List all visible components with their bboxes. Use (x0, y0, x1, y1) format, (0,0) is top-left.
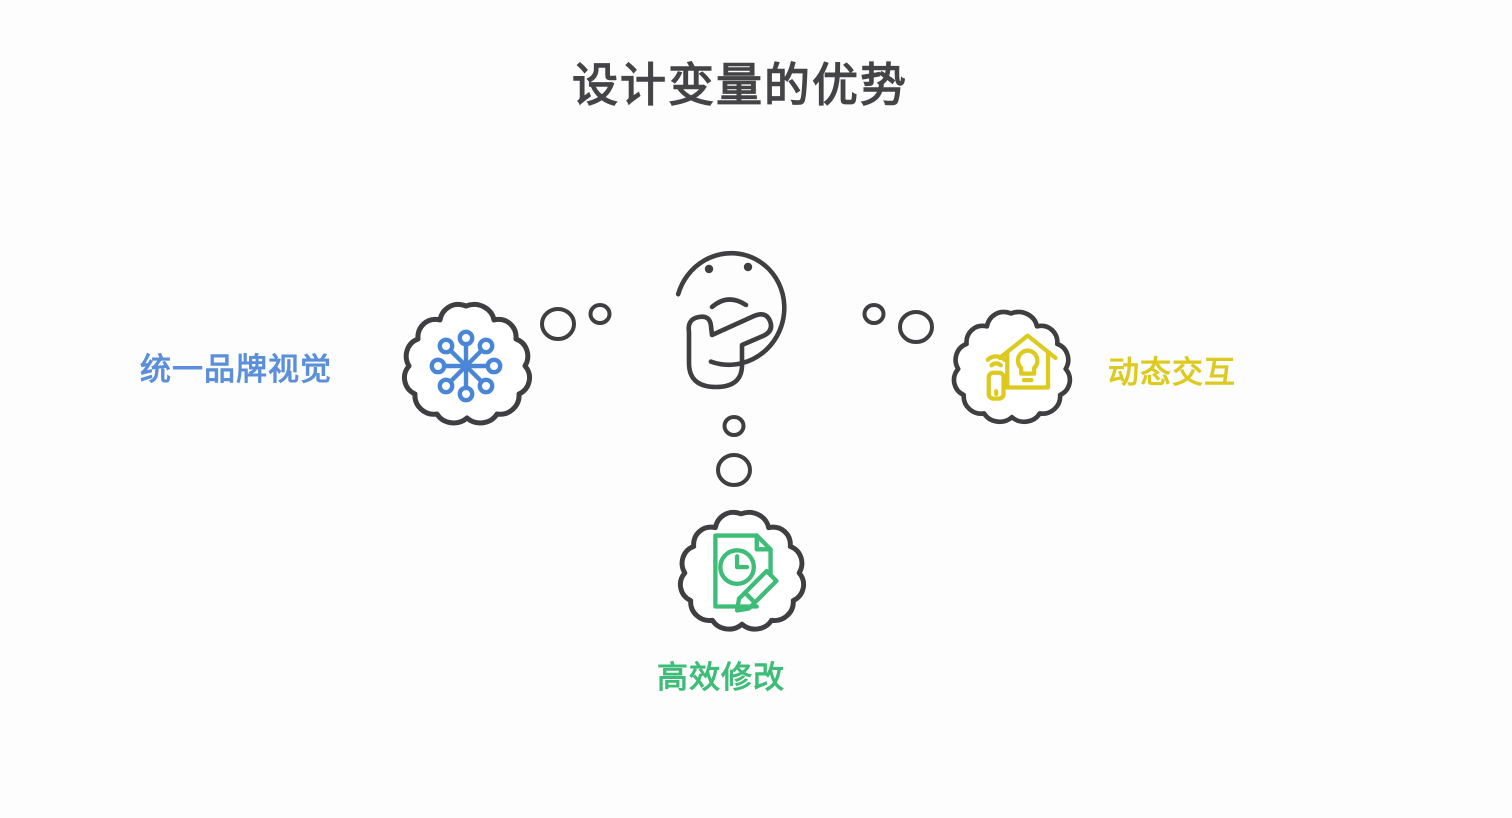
thought-bubbles-bottom (706, 412, 762, 496)
document-clock-pencil-icon (713, 533, 779, 613)
cloud-bubble-bottom[interactable] (674, 506, 808, 640)
network-hub-icon (429, 329, 503, 403)
page-title: 设计变量的优势 (572, 59, 908, 111)
branch-label-efficient-modification: 高效修改 (657, 660, 785, 695)
thought-bubbles-right (862, 300, 948, 346)
thought-bubbles-left (536, 300, 622, 342)
cloud-bubble-left[interactable] (398, 298, 534, 434)
cloud-bubble-right[interactable] (946, 306, 1076, 432)
smart-home-icon (985, 333, 1058, 401)
branch-label-unified-brand-visual: 统一品牌视觉 (140, 352, 332, 387)
thinking-face-icon (660, 212, 800, 390)
branch-label-dynamic-interaction: 动态交互 (1108, 355, 1236, 390)
